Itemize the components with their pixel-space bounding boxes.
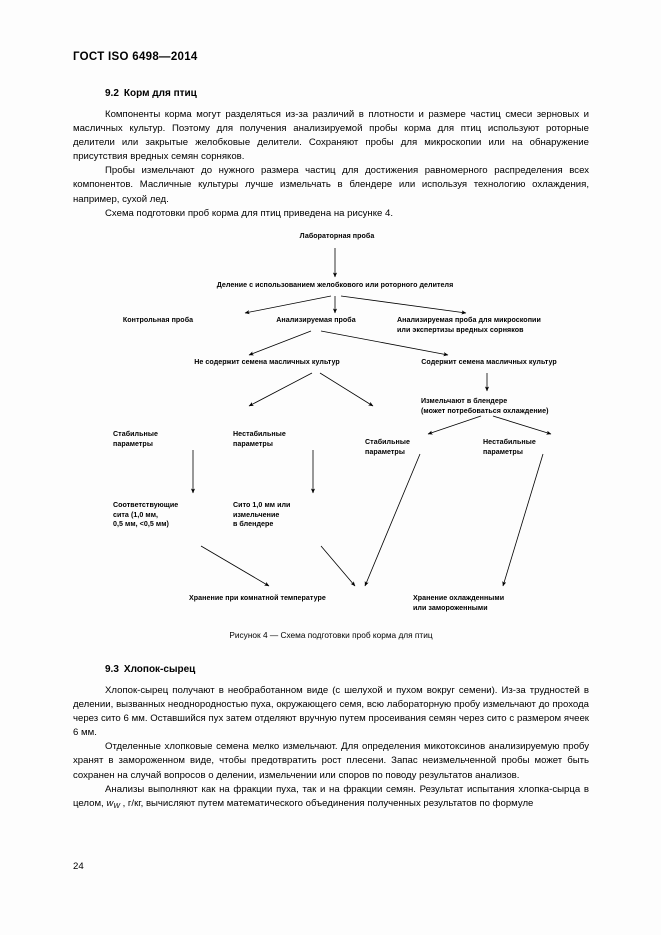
flow-node-sieve-1mm-line-3: в блендере <box>233 520 274 529</box>
flow-node-sieves-line-3: 0,5 мм, <0,5 мм) <box>113 520 169 529</box>
section-9-2-paragraph-1: Компоненты корма могут разделяться из-за… <box>73 109 589 163</box>
flow-node-stable-params-1: Стабильные параметры <box>113 430 203 449</box>
flow-node-unstable-params-1-line-2: параметры <box>233 439 273 448</box>
flow-node-sieve-1mm: Сито 1,0 мм или измельчение в блендере <box>233 501 333 530</box>
figure-4: Лабораторная проба Деление с использован… <box>73 231 589 640</box>
section-9-2-title: Корм для птиц <box>123 88 197 99</box>
flow-node-stable-params-2-line-1: Стабильные <box>365 438 410 446</box>
flow-node-has-oilseeds: Содержит семена масличных культур <box>421 358 557 366</box>
figure-4-caption: Рисунок 4 — Схема подготовки проб корма … <box>229 630 433 640</box>
flow-node-stable-params-2: Стабильные параметры <box>365 438 455 457</box>
section-9-3-title: Хлопок-сырец <box>123 664 196 675</box>
flow-node-unstable-params-1: Нестабильные параметры <box>233 430 329 449</box>
figure-4-connectors <box>190 248 552 587</box>
section-9-3-paragraph-2: Отделенные хлопковые семена мелко измель… <box>73 741 589 781</box>
flow-node-microscopy-sample: Анализируемая проба для микроскопии или … <box>397 316 589 335</box>
flow-node-stable-params-1-line-2: параметры <box>113 439 153 448</box>
flow-node-storage-room-temp: Хранение при комнатной температуре <box>189 594 326 602</box>
flow-node-microscopy-sample-line-2: или экспертизы вредных сорняков <box>397 325 524 334</box>
flow-node-control-sample: Контрольная проба <box>122 316 194 324</box>
formula-variable-w: w <box>106 797 114 809</box>
flow-node-division: Деление с использованием желобкового или… <box>216 281 454 289</box>
section-9-2-heading: 9.2 Корм для птиц <box>73 88 589 99</box>
flow-node-unstable-params-2: Нестабильные параметры <box>483 438 579 457</box>
flow-node-stable-params-1-line-1: Стабильные <box>113 430 158 438</box>
flow-node-sieve-1mm-line-2: измельчение <box>233 510 280 519</box>
section-9-3-number: 9.3 <box>105 664 119 675</box>
flow-node-microscopy-sample-line-1: Анализируемая проба для микроскопии <box>397 316 541 324</box>
section-9-3-heading: 9.3 Хлопок-сырец <box>73 664 589 675</box>
flow-node-lab-sample: Лабораторная проба <box>299 232 375 240</box>
section-9-2: 9.2 Корм для птиц Компоненты корма могут … <box>73 88 589 221</box>
section-9-2-paragraph-3: Схема подготовки проб корма для птиц при… <box>105 207 394 219</box>
flow-node-no-oilseeds: Не содержит семена масличных культур <box>194 358 340 366</box>
section-9-3-paragraph-3: Анализы выполняют как на фракции пуха, т… <box>73 783 589 814</box>
flow-node-blender-line-1: Измельчают в блендере <box>421 397 508 405</box>
section-9-3-paragraph-3-text-before: Анализы выполняют как на фракции пуха, т… <box>73 783 589 809</box>
section-9-3: 9.3 Хлопок-сырец Хлопок-сырец получают в … <box>73 664 589 814</box>
flow-node-unstable-params-1-line-1: Нестабильные <box>233 430 286 438</box>
flow-node-unstable-params-2-line-2: параметры <box>483 447 523 456</box>
section-9-3-paragraph-1: Хлопок-сырец получают в необработанном в… <box>73 685 589 739</box>
flow-node-unstable-params-2-line-1: Нестабильные <box>483 438 536 446</box>
flow-node-stable-params-2-line-2: параметры <box>365 447 405 456</box>
page-header: ГОСТ ISO 6498—2014 <box>73 51 198 63</box>
formula-variable-w-subscript: W <box>113 802 120 810</box>
flow-node-blender: Измельчают в блендере (может потребовать… <box>421 397 601 416</box>
flow-node-storage-cold-line-2: или замороженными <box>413 603 488 612</box>
page-number: 24 <box>73 861 84 872</box>
flow-node-storage-cold: Хранение охлажденными или замороженными <box>413 594 579 613</box>
flow-node-storage-cold-line-1: Хранение охлажденными <box>413 594 505 602</box>
flow-node-sieve-1mm-line-1: Сито 1,0 мм или <box>233 501 291 509</box>
section-9-2-paragraph-2: Пробы измельчают до нужного размера част… <box>73 165 589 205</box>
flow-node-blender-line-2: (может потребоваться охлаждение) <box>421 406 549 415</box>
section-9-2-number: 9.2 <box>105 88 119 99</box>
flow-node-sieves-line-1: Соответствующие <box>113 501 179 509</box>
flow-node-analysis-sample: Анализируемая проба <box>276 316 356 324</box>
flow-node-sieves: Соответствующие сита (1,0 мм, 0,5 мм, <0… <box>113 501 217 530</box>
section-9-3-paragraph-3-text-after: , г/кг, вычисляют путем математического … <box>119 797 534 809</box>
flow-node-sieves-line-2: сита (1,0 мм, <box>113 510 159 519</box>
